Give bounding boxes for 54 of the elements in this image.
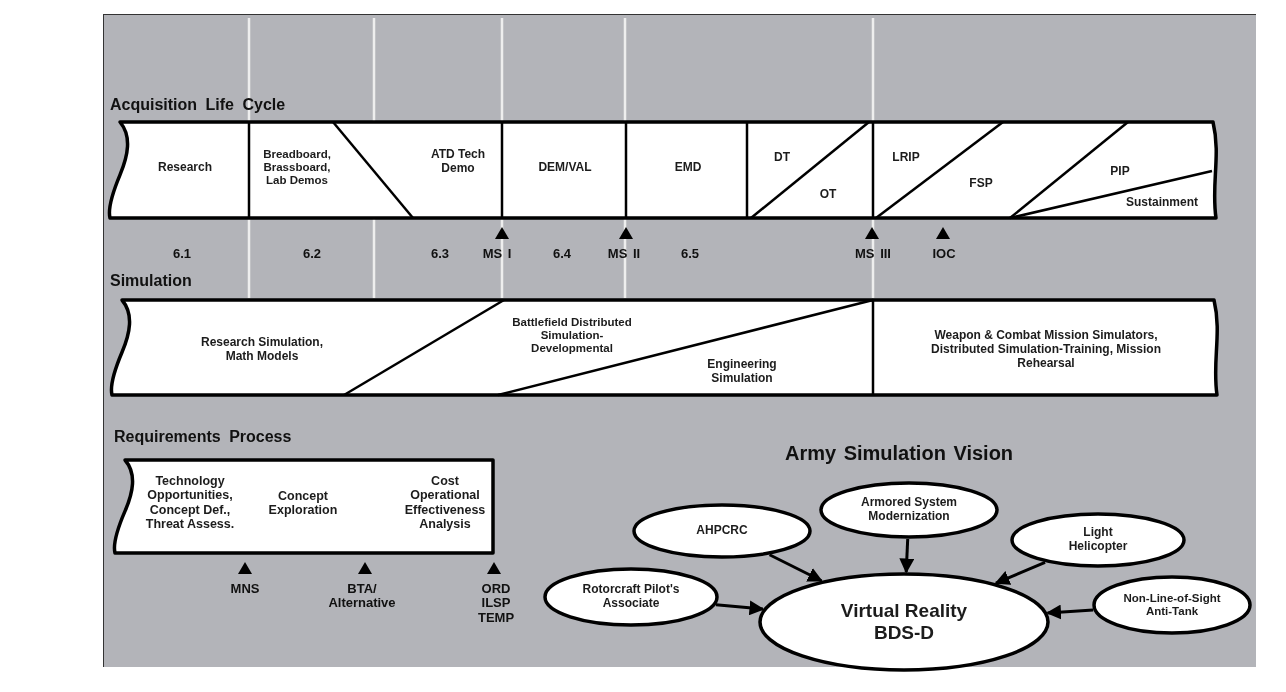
- center-ellipse: [758, 572, 1050, 672]
- milestone-label: MS III: [854, 247, 892, 262]
- milestone-label: 6.4: [551, 247, 573, 262]
- phase-segment-text: OT: [810, 188, 846, 202]
- bubble-pointer-arrow: [768, 553, 823, 583]
- phase-segment-text: Research Simulation, Math Models: [187, 336, 337, 364]
- phase-segment-text: Battlefield Distributed Simulation-Developmental: [512, 316, 632, 356]
- speech-bubble: [1092, 575, 1252, 635]
- speech-bubble: [1010, 512, 1186, 568]
- band-heading: Acquisition Life Cycle: [110, 96, 286, 114]
- bubble-text: AHPCRC: [696, 524, 748, 538]
- bubble-text: Virtual Reality BDS-D: [839, 600, 969, 644]
- phase-segment-text: EMD: [638, 161, 738, 175]
- bubble-pointer-arrow: [899, 538, 915, 574]
- milestone-label: 6.5: [679, 247, 701, 262]
- phase-segment-text: Technology Opportunities, Concept Def., Threat Assess.: [131, 474, 249, 532]
- phase-segment-text: Research: [135, 161, 235, 175]
- phase-segment-text: Weapon & Combat Mission Simulators, Distributed Simulation-Training, Mission Rehearsal: [918, 329, 1174, 371]
- phase-segment-text: Engineering Simulation: [687, 358, 797, 386]
- milestone-label: IOC: [931, 247, 957, 262]
- phase-segment-text: Sustainment: [1116, 196, 1208, 210]
- milestone-label: 6.2: [301, 247, 323, 262]
- bubble-text: Non-Line-of-Sight Anti-Tank: [1122, 591, 1222, 619]
- phase-segment-text: PIP: [1100, 165, 1140, 179]
- milestone-label: MNS: [229, 582, 261, 597]
- band-heading: Requirements Process: [114, 428, 292, 446]
- phase-segment-text: FSP: [956, 177, 1006, 191]
- phase-band: [108, 96, 1220, 220]
- milestone-label: MS II: [606, 247, 642, 262]
- phase-band: [108, 272, 1220, 397]
- milestone-label: ORD ILSP TEMP: [476, 582, 516, 625]
- phase-band: [112, 428, 496, 555]
- speech-bubble: [543, 567, 719, 627]
- bubble-pointer-arrow: [715, 600, 765, 616]
- bubble-pointer-arrow: [1046, 604, 1094, 620]
- phase-segment-text: DT: [764, 151, 800, 165]
- bubble-text: Rotorcraft Pilot's Associate: [581, 583, 681, 611]
- phase-segment-text: ATD Tech Demo: [425, 148, 491, 176]
- milestone-label: 6.3: [429, 247, 451, 262]
- phase-segment-text: DEM/VAL: [510, 161, 620, 175]
- speech-bubble: [632, 503, 812, 559]
- milestone-label: BTA/ Alternative: [327, 582, 397, 611]
- bubble-text: Light Helicopter: [1067, 526, 1129, 554]
- phase-segment-text: LRIP: [881, 151, 931, 165]
- phase-segment-text: Concept Exploration: [253, 488, 353, 518]
- band-heading: Simulation: [110, 272, 192, 290]
- milestone-label: 6.1: [171, 247, 193, 262]
- milestone-label: MS I: [481, 247, 513, 262]
- speech-bubble: [819, 481, 999, 539]
- bubble-text: Armored System Modernization: [859, 496, 958, 524]
- bubble-pointer-arrow: [994, 561, 1046, 585]
- phase-segment-text: Breadboard, Brassboard, Lab Demos: [252, 148, 342, 188]
- section-heading: Army Simulation Vision: [783, 442, 1015, 464]
- phase-segment-text: Cost Operational Effectiveness Analysis: [395, 474, 495, 532]
